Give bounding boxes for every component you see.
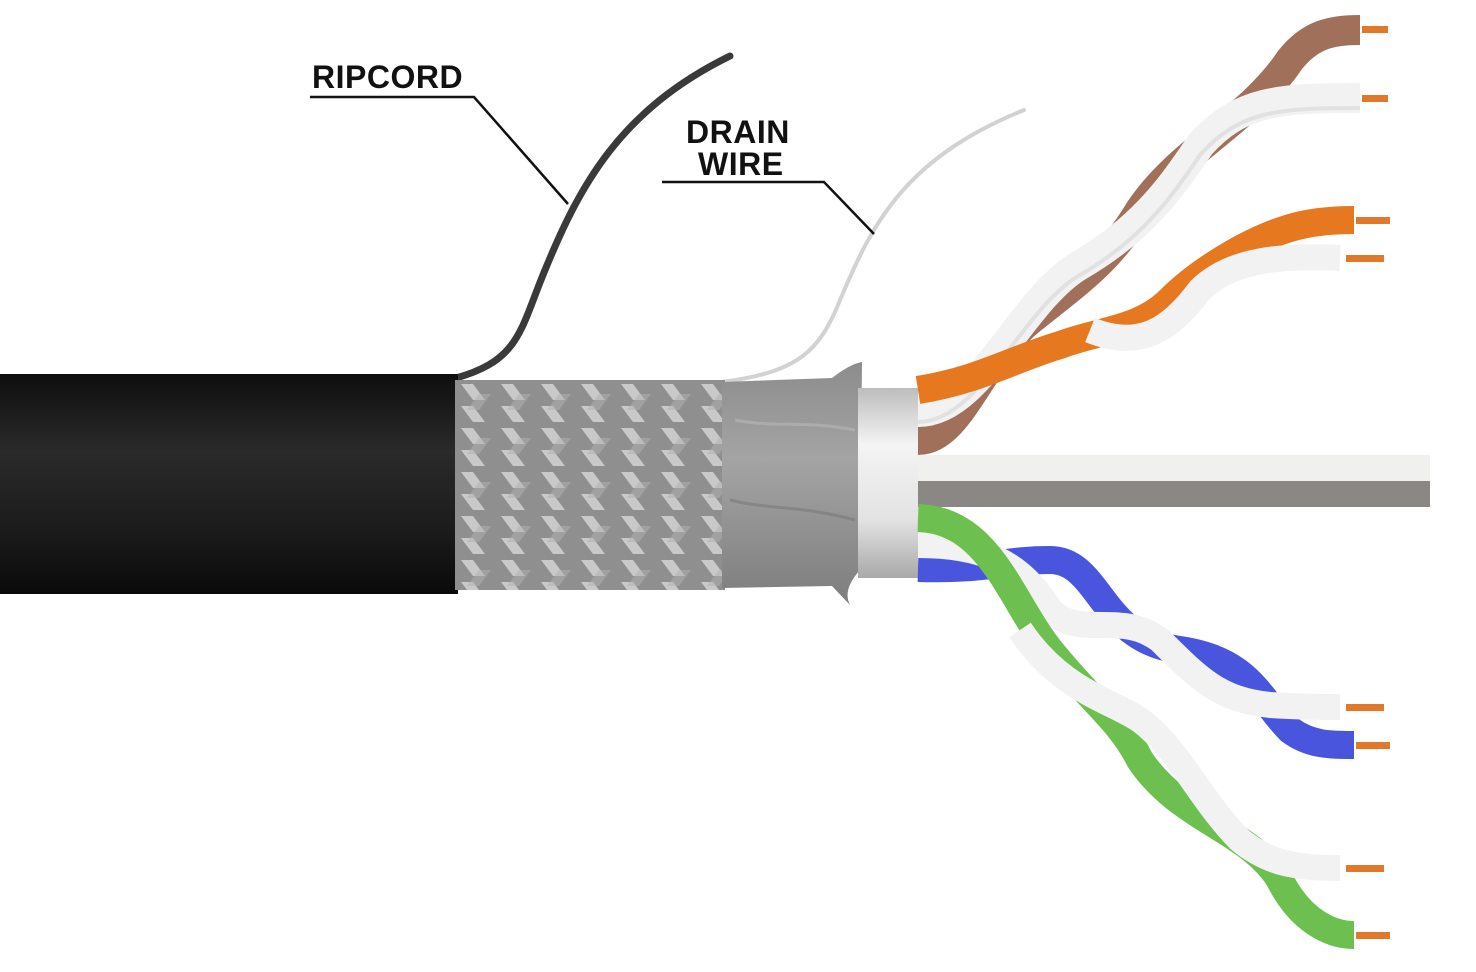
filler-bottom bbox=[918, 481, 1430, 507]
ripcord-wire bbox=[452, 52, 734, 382]
copper-tip-brown bbox=[1362, 26, 1388, 33]
filler-top bbox=[918, 455, 1430, 481]
inner-sleeve bbox=[858, 388, 918, 578]
foil-crease-2 bbox=[734, 418, 856, 432]
copper-tip-blue-white bbox=[1346, 704, 1384, 711]
green-pair bbox=[916, 504, 1355, 949]
drain-wire-label-line1: DRAIN bbox=[686, 114, 790, 150]
foil-shield bbox=[722, 362, 862, 605]
orange-pair bbox=[915, 206, 1355, 404]
copper-tip-orange-white bbox=[1346, 255, 1384, 262]
copper-tip-brown-white bbox=[1362, 95, 1388, 102]
ripcord-leader-line bbox=[310, 95, 569, 205]
copper-tip-orange bbox=[1356, 217, 1390, 224]
drain-wire-label-line2: WIRE bbox=[698, 146, 784, 182]
braid-shield bbox=[455, 380, 725, 590]
copper-conductors bbox=[1346, 26, 1390, 939]
drain-wire-leader-line bbox=[662, 180, 875, 235]
copper-tip-green-white bbox=[1346, 865, 1384, 872]
outer-jacket bbox=[0, 374, 458, 594]
foil-crease bbox=[729, 498, 856, 522]
copper-tip-green bbox=[1356, 932, 1390, 939]
ripcord-label: RIPCORD bbox=[312, 59, 463, 95]
drain-wire bbox=[720, 108, 1026, 384]
copper-tip-blue bbox=[1356, 742, 1390, 749]
